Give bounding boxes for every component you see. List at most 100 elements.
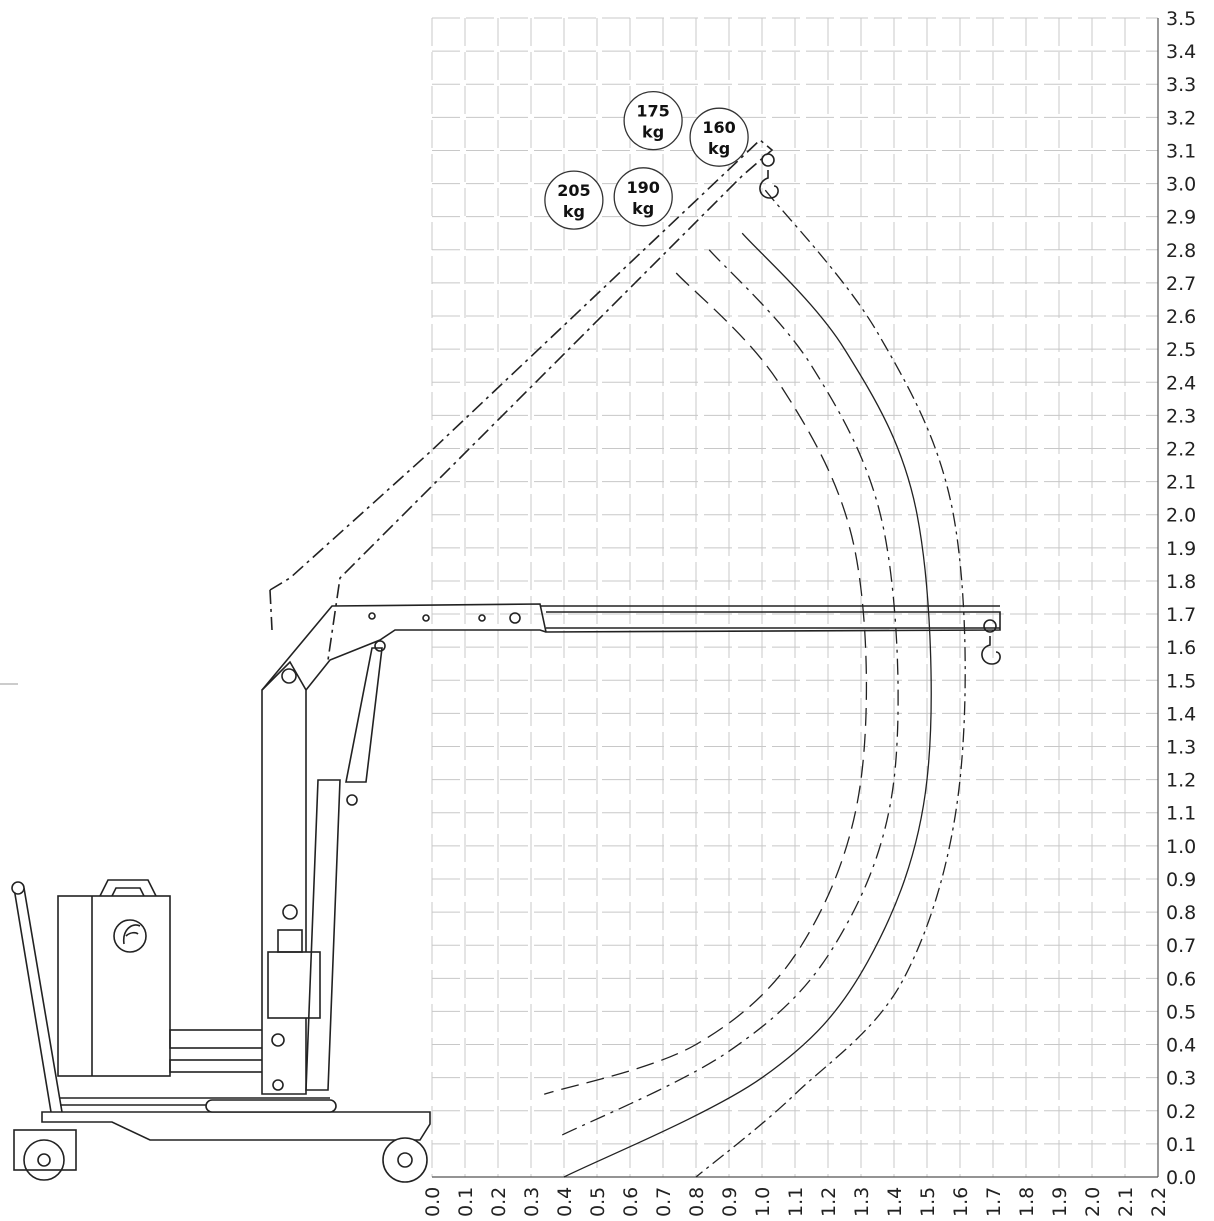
y-tick-label: 0.5: [1166, 1001, 1196, 1023]
badge-unit: kg: [632, 199, 654, 218]
y-tick-label: 0.0: [1166, 1167, 1196, 1189]
load-curve: [543, 272, 868, 1095]
hook-pulley-inclined: [761, 153, 775, 167]
badge-weight: 205: [557, 181, 590, 200]
x-tick-label: 0.7: [653, 1187, 675, 1217]
x-tick-label: 0.4: [554, 1187, 576, 1217]
y-tick-label: 2.6: [1166, 306, 1196, 328]
boom-hole-2: [422, 614, 430, 622]
y-tick-label: 1.8: [1166, 571, 1196, 593]
y-tick-label: 1.9: [1166, 538, 1196, 560]
load-curve: [563, 232, 932, 1178]
box-handle: [99, 879, 157, 897]
crane-illustration: [11, 138, 1001, 1183]
y-tick-label: 3.5: [1166, 8, 1196, 30]
pump-top: [277, 929, 303, 953]
x-tick-label: 1.0: [752, 1187, 774, 1217]
badge-circle: [613, 167, 673, 227]
y-tick-label: 2.0: [1166, 505, 1196, 527]
load-curves: [543, 189, 966, 1178]
y-tick-label: 0.6: [1166, 968, 1196, 990]
badge-weight: 160: [702, 118, 735, 137]
rear-handle: [13, 887, 63, 1119]
y-tick-label: 1.2: [1166, 770, 1196, 792]
rear-wheel: [23, 1139, 65, 1181]
hook-horizontal: [981, 636, 1001, 665]
y-tick-label: 0.3: [1166, 1068, 1196, 1090]
y-tick-label: 3.4: [1166, 41, 1196, 63]
connecting-arm: [169, 1029, 266, 1049]
y-tick-label: 2.3: [1166, 405, 1196, 427]
x-tick-label: 1.3: [851, 1187, 873, 1217]
boom-hole-1: [368, 612, 376, 620]
y-tick-label: 1.6: [1166, 637, 1196, 659]
x-tick-label: 1.2: [818, 1187, 840, 1217]
y-tick-label: 3.1: [1166, 140, 1196, 162]
x-tick-label: 0.9: [719, 1187, 741, 1217]
load-curve: [557, 249, 899, 1138]
front-wheel-hub: [397, 1152, 413, 1168]
badge-unit: kg: [642, 123, 664, 142]
badge-unit: kg: [563, 202, 585, 221]
logo-mark: [122, 924, 141, 945]
y-tick-label: 2.4: [1166, 372, 1196, 394]
y-tick-label: 3.0: [1166, 174, 1196, 196]
y-tick-label: 1.4: [1166, 703, 1196, 725]
x-tick-label: 2.0: [1082, 1187, 1104, 1217]
y-tick-label: 0.8: [1166, 902, 1196, 924]
boom-pin: [509, 612, 521, 624]
connecting-arm-lower: [169, 1059, 266, 1073]
hydraulic-cylinder: [305, 779, 341, 1091]
badge-weight: 175: [636, 102, 669, 121]
boom-horizontal: [261, 603, 1001, 691]
x-tick-label: 1.1: [785, 1187, 807, 1217]
y-tick-label: 0.9: [1166, 869, 1196, 891]
badge-circle: [544, 170, 604, 230]
y-tick-label: 0.4: [1166, 1035, 1196, 1057]
y-tick-label: 1.7: [1166, 604, 1196, 626]
x-tick-label: 1.7: [983, 1187, 1005, 1217]
y-tick-label: 1.0: [1166, 836, 1196, 858]
y-tick-label: 1.1: [1166, 803, 1196, 825]
load-badge: 175 kg: [623, 91, 683, 151]
y-tick-label: 2.5: [1166, 339, 1196, 361]
cylinder-pin: [346, 794, 358, 806]
front-wheel: [382, 1137, 428, 1183]
y-tick-label: 2.1: [1166, 472, 1196, 494]
x-tick-label: 0.5: [587, 1187, 609, 1217]
y-tick-label: 2.7: [1166, 273, 1196, 295]
mast-pin-lower: [272, 1079, 284, 1091]
counterweight-box: [57, 895, 171, 1077]
boom-hole-3: [478, 614, 486, 622]
load-curve: [695, 189, 966, 1178]
y-tick-label: 1.3: [1166, 737, 1196, 759]
hook-inclined: [759, 170, 779, 199]
x-tick-label: 0.1: [455, 1187, 477, 1217]
x-tick-label: 1.5: [917, 1187, 939, 1217]
x-tick-label: 2.2: [1148, 1187, 1170, 1217]
y-tick-label: 0.2: [1166, 1101, 1196, 1123]
hydraulic-rod: [345, 647, 383, 783]
y-tick-label: 2.9: [1166, 207, 1196, 229]
x-tick-label: 2.1: [1115, 1187, 1137, 1217]
y-tick-label: 0.7: [1166, 935, 1196, 957]
pump-valve: [282, 904, 298, 920]
mast-pivot: [281, 668, 297, 684]
y-tick-label: 0.1: [1166, 1134, 1196, 1156]
mast: [261, 660, 307, 1095]
handle-knob: [11, 881, 25, 895]
x-tick-label: 0.0: [422, 1187, 444, 1217]
badge-weight: 190: [626, 178, 659, 197]
x-tick-label: 0.6: [620, 1187, 642, 1217]
rear-caster-bracket: [13, 1129, 77, 1171]
y-tick-label: 3.2: [1166, 107, 1196, 129]
x-tick-label: 0.2: [488, 1187, 510, 1217]
badge-circle: [623, 91, 683, 151]
load-badge: 190 kg: [613, 167, 673, 227]
y-tick-label: 1.5: [1166, 670, 1196, 692]
x-tick-label: 0.8: [686, 1187, 708, 1217]
y-tick-label: 2.2: [1166, 438, 1196, 460]
mast-pin: [271, 1033, 285, 1047]
hook-pulley-horizontal: [983, 619, 997, 633]
